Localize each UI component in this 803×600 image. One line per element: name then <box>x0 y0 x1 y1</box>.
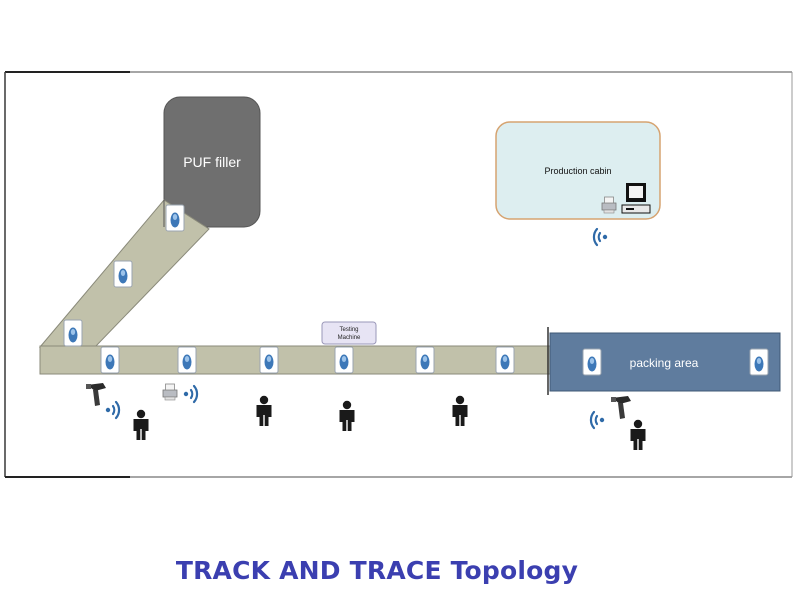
product-unit-icon <box>259 346 279 374</box>
person-icon <box>339 400 355 431</box>
barcode-scanner-icon <box>86 383 106 406</box>
person-icon <box>452 395 468 426</box>
operators <box>133 395 646 450</box>
product-unit-icon <box>63 319 83 347</box>
product-unit-icon <box>582 348 602 376</box>
packing-area-label: packing area <box>630 356 699 370</box>
testing-machine-line2: Machine <box>338 335 361 341</box>
wifi-icon <box>589 410 606 430</box>
main-conveyor <box>39 345 551 375</box>
diagram-frame <box>4 71 793 478</box>
testing-machine-line1: Testing <box>339 327 358 333</box>
puf-filler: PUF filler <box>163 96 261 228</box>
person-icon <box>133 409 149 440</box>
computer-icon <box>621 183 651 214</box>
product-unit-icon <box>113 260 133 288</box>
wifi-icon <box>592 227 609 247</box>
testing-machine: Testing Machine <box>321 321 377 345</box>
wifi-icon <box>182 384 199 404</box>
person-icon <box>256 395 272 426</box>
product-unit-icon <box>165 204 185 232</box>
product-unit-icon <box>415 346 435 374</box>
diagram-caption: TRACK AND TRACE Topology <box>175 556 579 585</box>
product-unit-icon <box>749 348 769 376</box>
product-unit-icon <box>177 346 197 374</box>
printer-icon <box>162 383 178 401</box>
product-unit-icon <box>100 346 120 374</box>
production-cabin: Production cabin <box>495 121 661 220</box>
barcode-scanner-icon <box>611 396 631 419</box>
product-unit-icon <box>495 346 515 374</box>
product-unit-icon <box>334 346 354 374</box>
person-icon <box>630 419 646 450</box>
production-cabin-label: Production cabin <box>544 166 611 176</box>
puf-filler-label: PUF filler <box>183 154 241 170</box>
wifi-icon <box>104 400 121 420</box>
